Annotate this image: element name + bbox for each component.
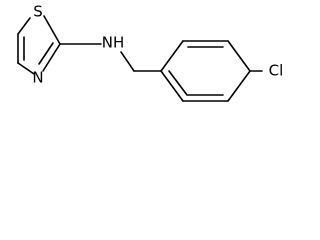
amine-atom-label: NH bbox=[102, 34, 125, 52]
bond-c4-n3 bbox=[17, 62, 35, 75]
bond-n3-c2 bbox=[42, 43, 61, 72]
bond-ring-3 bbox=[227, 40, 251, 72]
bond-ring-double-3 bbox=[168, 70, 188, 96]
bond-ring-4 bbox=[227, 70, 251, 102]
bond-ring-6 bbox=[160, 70, 184, 102]
benzene-ring bbox=[160, 40, 251, 102]
ring-nitrogen-atom-label: N bbox=[32, 69, 43, 87]
bond-n3-c2-double bbox=[38, 42, 54, 65]
bond-c2-s bbox=[43, 15, 61, 45]
bond-nh-ch2 bbox=[120, 51, 135, 72]
structure-diagram: S N NH Cl bbox=[17, 3, 284, 102]
sulfur-atom-label: S bbox=[33, 3, 43, 21]
amine-linker bbox=[59, 43, 162, 72]
chlorine-atom-label: Cl bbox=[269, 62, 284, 80]
thiazole-ring bbox=[17, 15, 61, 75]
bond-s-c5 bbox=[17, 17, 31, 35]
molecule-structure-canvas: S N NH Cl bbox=[0, 0, 296, 113]
bond-ring-1 bbox=[160, 40, 184, 72]
